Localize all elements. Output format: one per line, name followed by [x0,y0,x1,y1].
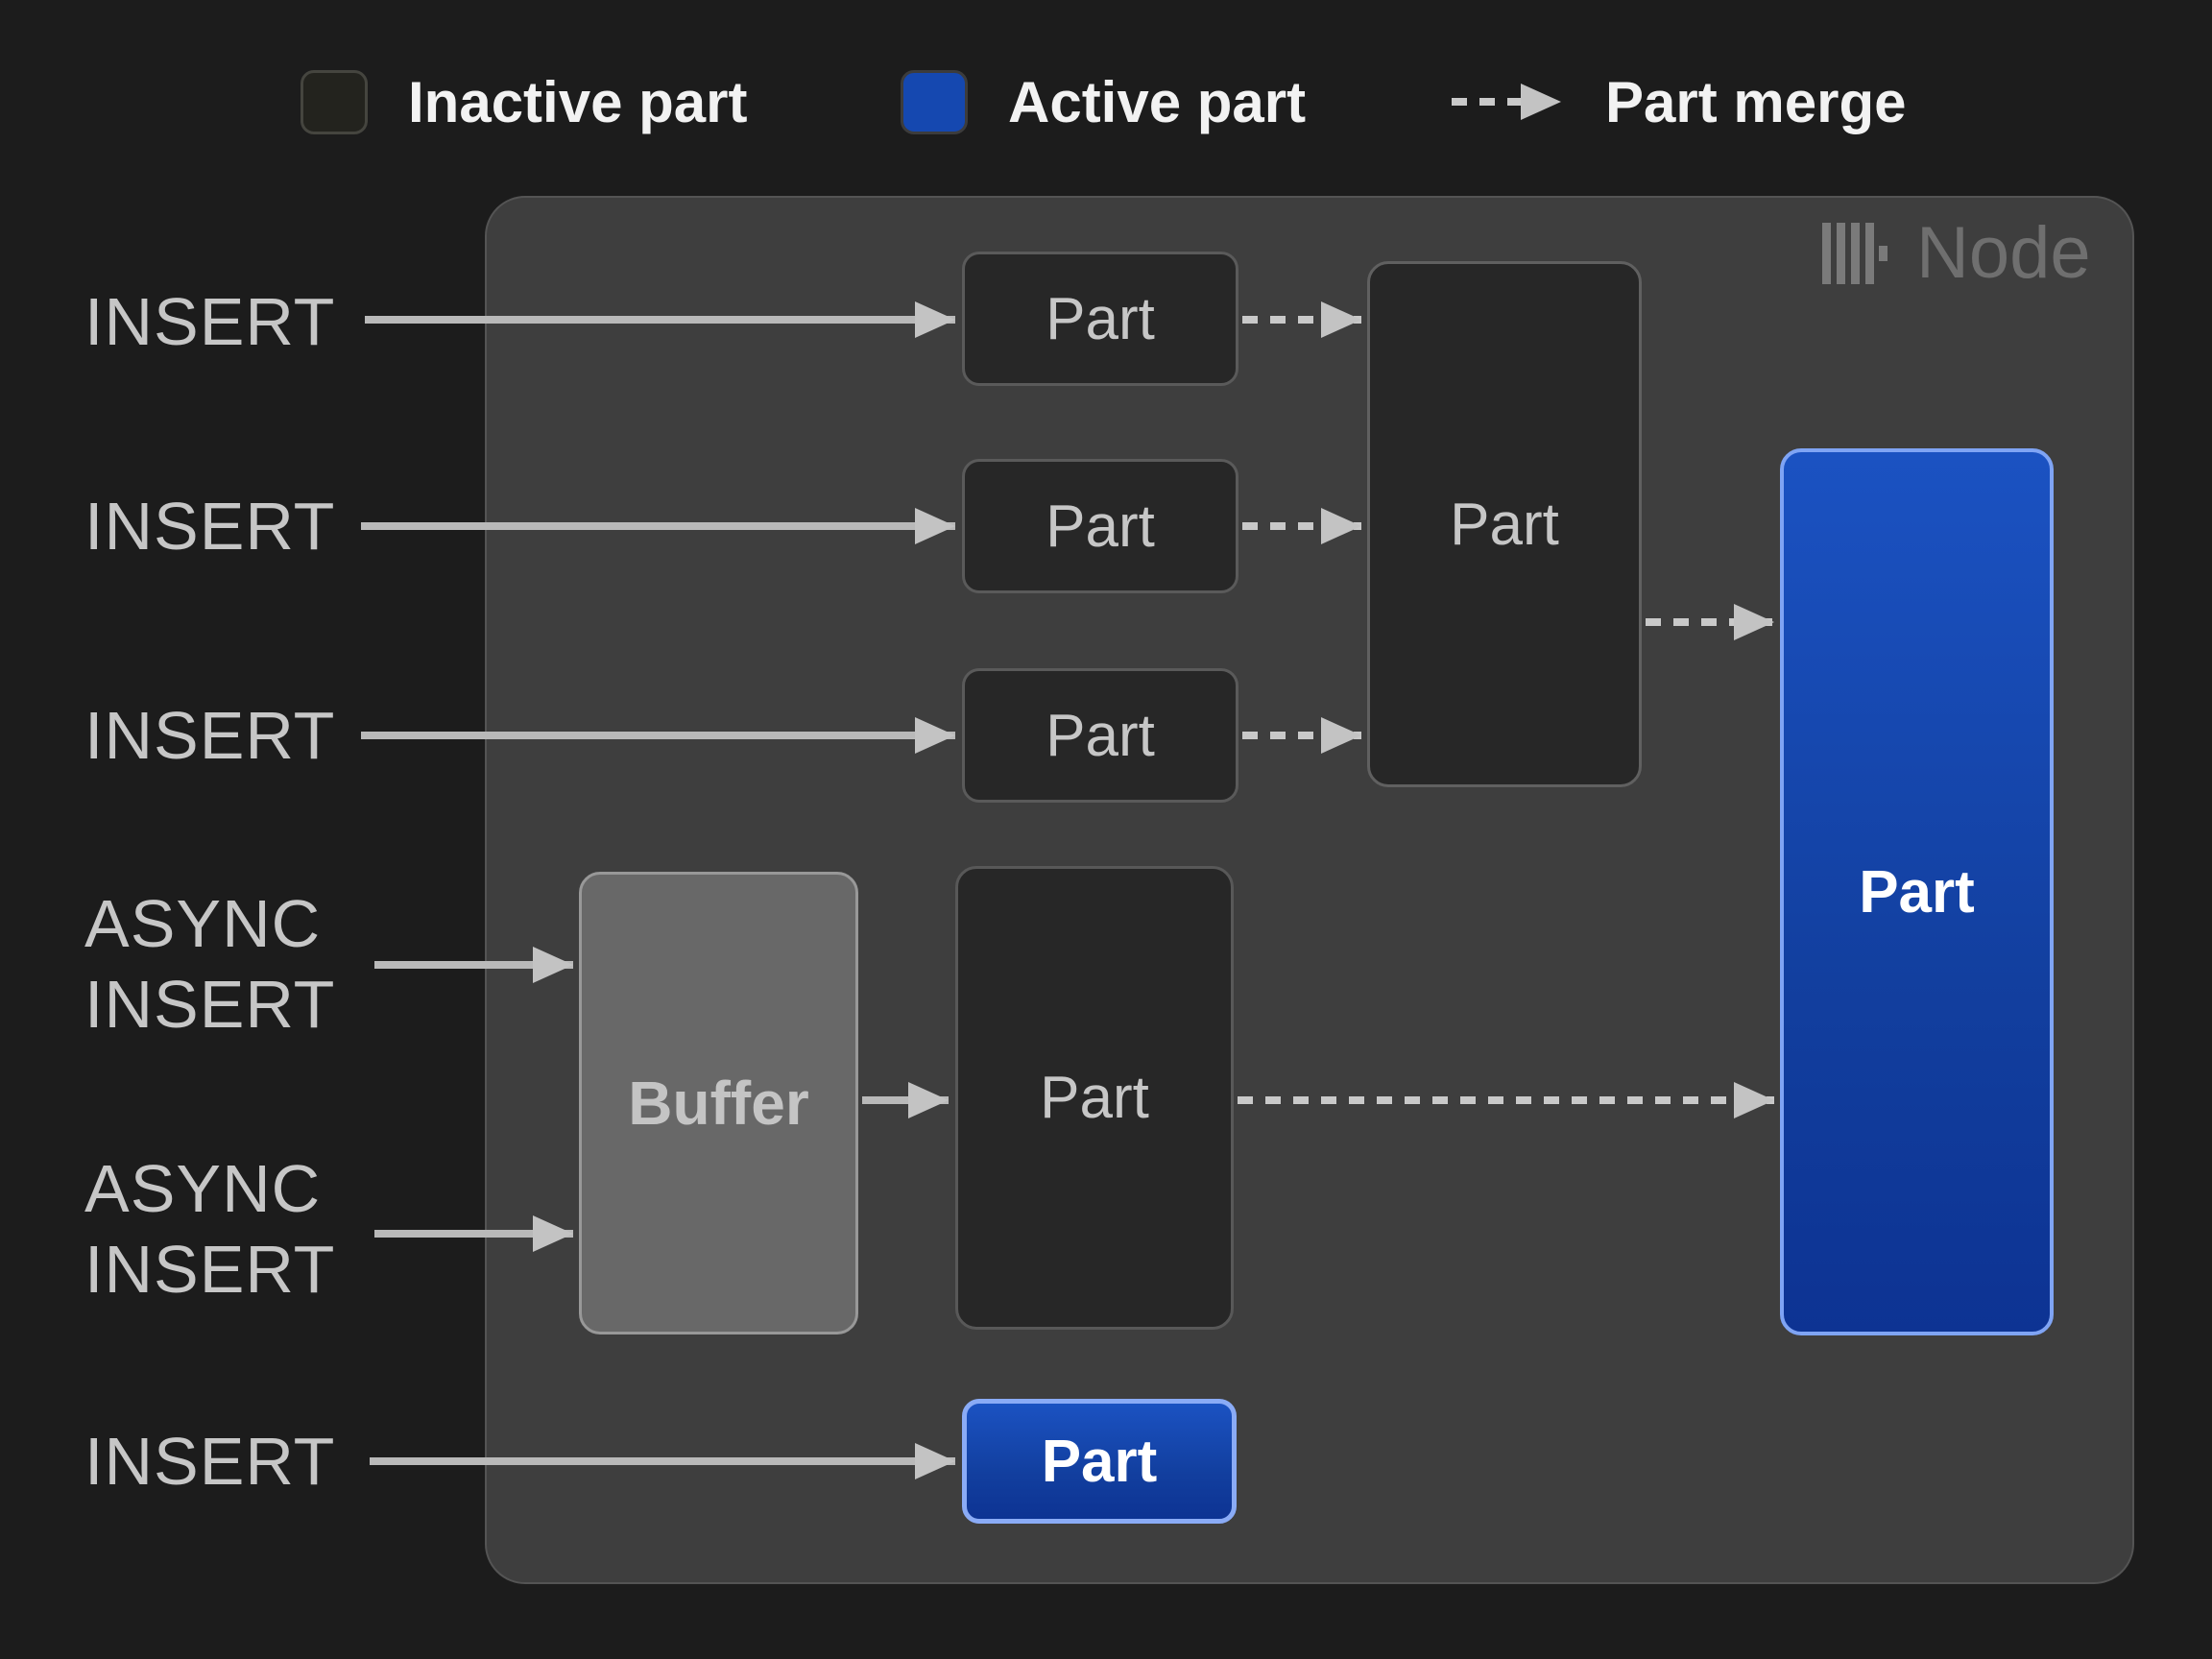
inactive-part-box-3: Part [962,668,1238,803]
legend-active-label: Active part [1008,70,1307,134]
async-insert-label-1-line1: ASYNC [84,886,322,961]
node-title-label: Node [1916,212,2091,294]
insert-label-2: INSERT [84,486,335,566]
legend-inactive-label: Inactive part [408,70,748,134]
merged-part-box: Part [1367,261,1642,787]
legend-active-swatch [901,70,968,134]
buffer-box: Buffer [579,872,858,1334]
async-insert-label-2-line1: ASYNC [84,1151,322,1226]
async-insert-label-1: ASYNC INSERT [84,883,335,1045]
async-insert-label-2: ASYNC INSERT [84,1148,335,1310]
legend-merge-label: Part merge [1605,70,1907,134]
inactive-part-box-2: Part [962,459,1238,593]
insert-label-4: INSERT [84,1421,335,1502]
inactive-part-box-1: Part [962,252,1238,386]
async-insert-label-2-line2: INSERT [84,1232,336,1307]
active-part-box-big: Part [1780,448,2054,1335]
insert-label-1: INSERT [84,281,335,362]
node-title: Node [1822,215,2091,292]
insert-label-4-text: INSERT [84,1424,336,1499]
insert-label-3-text: INSERT [84,698,336,773]
legend-inactive-swatch [301,70,368,134]
active-part-box-small: Part [962,1399,1237,1524]
insert-label-1-text: INSERT [84,284,336,359]
insert-label-3: INSERT [84,695,335,776]
async-insert-label-1-line2: INSERT [84,967,336,1042]
insert-label-2-text: INSERT [84,489,336,564]
clickhouse-logo-icon [1822,223,1887,284]
buffered-part-box: Part [955,866,1234,1330]
